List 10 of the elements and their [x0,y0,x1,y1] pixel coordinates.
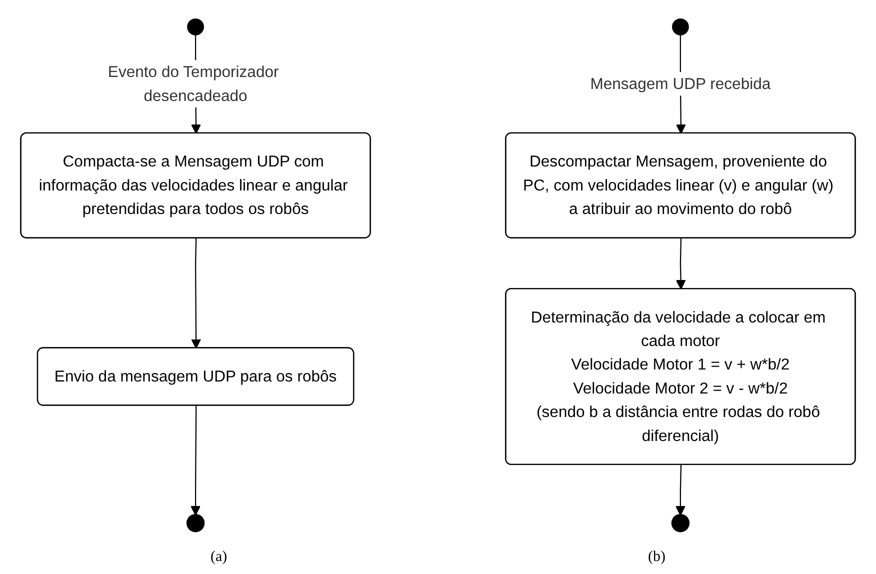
node-circle [187,18,204,35]
arrow [190,405,201,516]
caption-label: (a) [210,549,228,566]
arrow [191,238,202,348]
edge-label: Evento do Temporizador desencadeado [108,62,279,104]
arrow [676,238,686,290]
node-circle [672,18,689,35]
arrow [675,464,686,516]
edge-label: Mensagem UDP recebida [590,74,771,92]
caption-label: (b) [648,549,666,566]
